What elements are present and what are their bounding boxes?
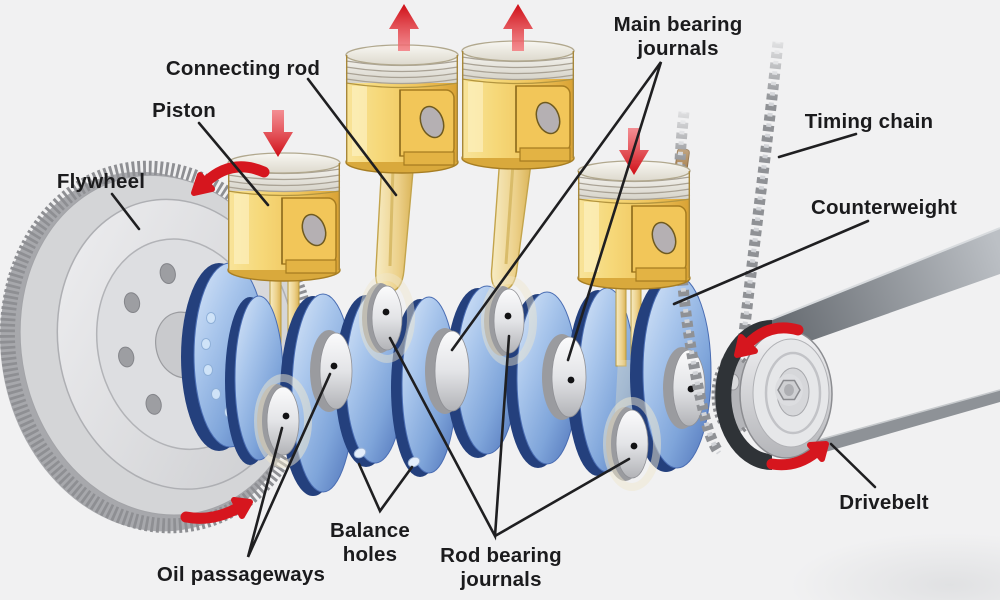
motion-arrows bbox=[180, 4, 829, 524]
label-timing-chain: Timing chain bbox=[805, 110, 933, 133]
label-counterweight: Counterweight bbox=[811, 196, 957, 219]
label-rod-bearing-journals-2: journals bbox=[459, 568, 541, 591]
oil-hole bbox=[630, 442, 638, 450]
rod-bearing-journal-4 bbox=[603, 397, 661, 491]
oil-hole bbox=[282, 412, 290, 420]
crankshaft bbox=[181, 155, 712, 496]
label-drivebelt: Drivebelt bbox=[839, 491, 929, 514]
balance-hole bbox=[353, 447, 367, 459]
pulley-rotation-arrow-icon bbox=[734, 322, 804, 358]
drivebelt-leader bbox=[829, 442, 877, 489]
oil-hole bbox=[567, 376, 575, 384]
timing-chain-right-strand bbox=[736, 41, 784, 353]
connecting-rod-2 bbox=[375, 159, 415, 293]
oil-hole bbox=[330, 362, 338, 370]
labels: Connecting rod Piston Flywheel Main bear… bbox=[57, 13, 957, 591]
connecting-rod-leader bbox=[306, 77, 398, 197]
piston-leader bbox=[197, 121, 270, 207]
counterweight-leader bbox=[672, 219, 870, 306]
main-bearing-journals-leader bbox=[450, 61, 663, 362]
journals bbox=[254, 273, 706, 491]
drivebelt-lower-run bbox=[793, 390, 1000, 459]
label-oil-passageways: Oil passageways bbox=[157, 563, 325, 586]
pulley-rotation-arrow-icon bbox=[766, 441, 829, 471]
main-bearing-journal-2 bbox=[425, 328, 470, 414]
crank-pulley bbox=[739, 329, 833, 459]
balance-hole bbox=[407, 456, 421, 468]
drivebelt-upper-run bbox=[755, 228, 1000, 352]
balance-holes-leader bbox=[357, 462, 414, 514]
timing-chain-leader bbox=[777, 132, 858, 159]
label-balance-holes-2: holes bbox=[343, 543, 398, 566]
label-piston: Piston bbox=[152, 99, 216, 122]
piston-3 bbox=[461, 40, 575, 170]
label-main-bearing-journals-2: journals bbox=[636, 37, 718, 60]
label-connecting-rod: Connecting rod bbox=[166, 57, 320, 80]
corner-shadow bbox=[790, 533, 1000, 600]
leader-lines bbox=[110, 61, 877, 558]
oil-hole bbox=[382, 308, 390, 316]
piston-2 bbox=[345, 44, 459, 174]
flywheel-leader bbox=[110, 192, 141, 231]
main-bearing-journal-1 bbox=[310, 330, 353, 412]
label-balance-holes-1: Balance bbox=[330, 519, 410, 542]
flywheel-rotation-arrow-icon bbox=[191, 161, 270, 196]
oil-passageways-leader bbox=[246, 372, 332, 558]
flywheel-rotation-arrow-icon bbox=[180, 497, 253, 524]
connecting-rod-3 bbox=[490, 155, 533, 291]
label-rod-bearing-journals-1: Rod bearing bbox=[440, 544, 562, 567]
rod-bearing-journals-leader bbox=[388, 334, 631, 541]
label-flywheel: Flywheel bbox=[57, 170, 145, 193]
main-bearing-journal-3 bbox=[542, 334, 587, 420]
rod-bearing-journal-2 bbox=[359, 273, 415, 363]
label-main-bearing-journals-1: Main bearing bbox=[614, 13, 743, 36]
oil-hole bbox=[504, 312, 512, 320]
rod-bearing-journal-3 bbox=[481, 276, 537, 366]
